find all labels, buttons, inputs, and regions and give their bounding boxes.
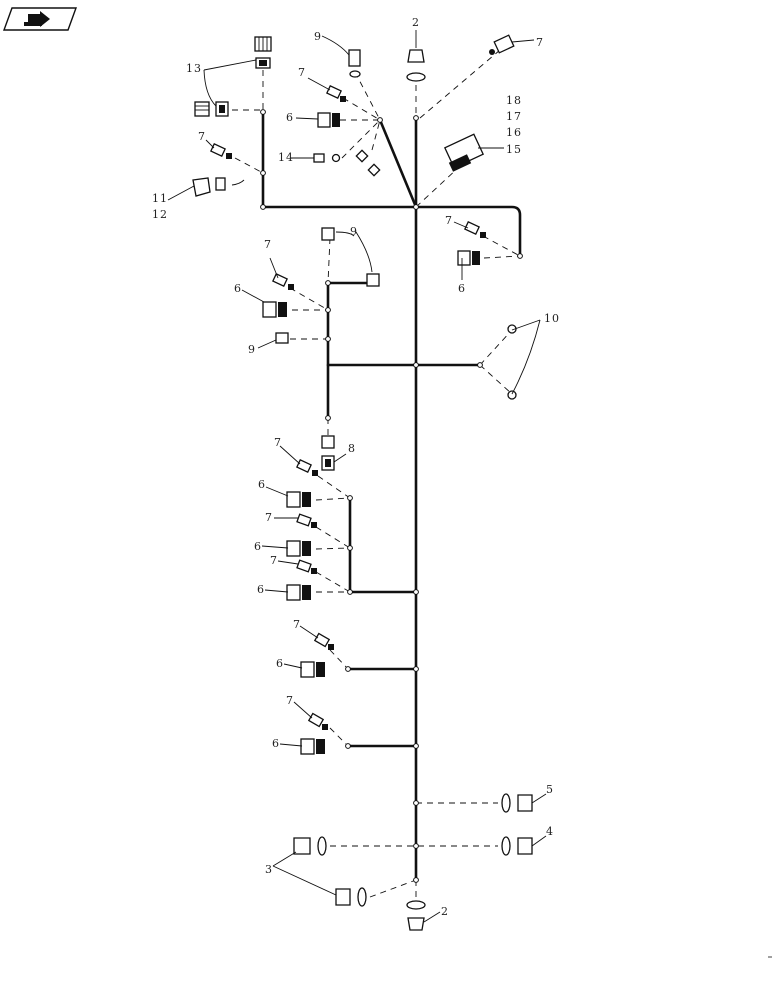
dashed-connections [232, 49, 521, 900]
connector-7-lower-4 [313, 632, 334, 650]
connector-7-top-left [326, 84, 346, 102]
callout-6: 6 [234, 282, 242, 295]
callout-7: 7 [265, 511, 273, 524]
connector-9-top [348, 49, 361, 78]
callout-2-top: 2 [412, 16, 420, 29]
callout-7: 7 [293, 618, 301, 631]
callout-6: 6 [254, 540, 262, 553]
callout-7: 7 [445, 214, 453, 227]
callout-16: 16 [506, 126, 522, 139]
callout-7: 7 [274, 436, 282, 449]
callout-7: 7 [298, 66, 306, 79]
callout-4: 4 [546, 825, 554, 838]
connector-4 [501, 836, 533, 856]
callout-8: 8 [348, 442, 356, 455]
connector-13-upper [254, 36, 272, 69]
connector-6-lower-2 [286, 540, 311, 557]
connector-11-12 [192, 177, 226, 197]
callout-6: 6 [272, 737, 280, 750]
connector-7-lower-1 [296, 458, 318, 476]
connector-2-bottom [406, 900, 426, 931]
callout-15: 15 [506, 143, 522, 156]
connector-8 [321, 435, 335, 471]
callout-7: 7 [270, 554, 278, 567]
connector-9-upper-middle [321, 227, 380, 287]
connector-5 [501, 793, 533, 813]
upper-left-branch-wire [326, 281, 375, 420]
callout-9: 9 [248, 343, 256, 356]
callout-labels: 2 7 13 9 7 6 14 7 11 12 18 17 16 15 7 6 … [152, 16, 560, 918]
connector-6-left-middle [262, 301, 287, 318]
connector-7-top-right [489, 34, 515, 55]
connector-6-lower-1 [286, 491, 311, 508]
connector-6-lower-4 [300, 661, 325, 678]
callout-7: 7 [198, 130, 206, 143]
connector-13-lower [194, 101, 229, 117]
callout-7: 7 [264, 238, 272, 251]
callout-6: 6 [257, 583, 265, 596]
callout-6: 6 [286, 111, 294, 124]
connector-6-right [457, 250, 480, 266]
connector-6-lower-5 [300, 738, 325, 755]
connector-7-left-middle [272, 272, 294, 290]
callout-12: 12 [152, 208, 168, 221]
connector-6-lower-3 [286, 584, 311, 601]
callout-9: 9 [350, 225, 358, 238]
connector-7-lower-5 [307, 712, 328, 730]
junction-nodes [260, 109, 523, 883]
callout-6: 6 [458, 282, 466, 295]
connector-7-left-upper [210, 142, 232, 159]
connector-3-lower [335, 887, 367, 907]
connector-15-18 [443, 133, 485, 172]
callout-2-bottom: 2 [441, 905, 449, 918]
callout-6: 6 [276, 657, 284, 670]
connector-14 [313, 153, 341, 163]
connector-9-left-middle [275, 332, 289, 344]
callout-7: 7 [286, 694, 294, 707]
callout-11: 11 [152, 192, 168, 205]
connector-7-lower-3 [296, 559, 317, 574]
connector-7-right [464, 220, 486, 238]
connector-10 [507, 324, 517, 400]
callout-7: 7 [536, 36, 544, 49]
callout-14: 14 [278, 151, 294, 164]
connector-3-upper [293, 836, 327, 856]
connector-6-top-left [317, 112, 340, 128]
lower-left-branch-wire [348, 496, 418, 594]
callout-5: 5 [546, 783, 554, 796]
callout-13: 13 [186, 62, 202, 75]
connector-pair-small [355, 149, 381, 177]
callout-17: 17 [506, 110, 522, 123]
callout-9: 9 [314, 30, 322, 43]
connector-7-lower-2 [296, 513, 317, 528]
callout-10: 10 [544, 312, 560, 325]
callout-18: 18 [506, 94, 522, 107]
connector-2-top [406, 49, 426, 82]
diagonal-branch-wire [378, 118, 418, 209]
harness-wires [261, 110, 522, 882]
previous-page-arrow-icon[interactable] [3, 7, 77, 31]
callout-6: 6 [258, 478, 266, 491]
callout-3: 3 [265, 863, 273, 876]
top-branch-wire [261, 205, 522, 258]
leader-lines [167, 30, 547, 923]
